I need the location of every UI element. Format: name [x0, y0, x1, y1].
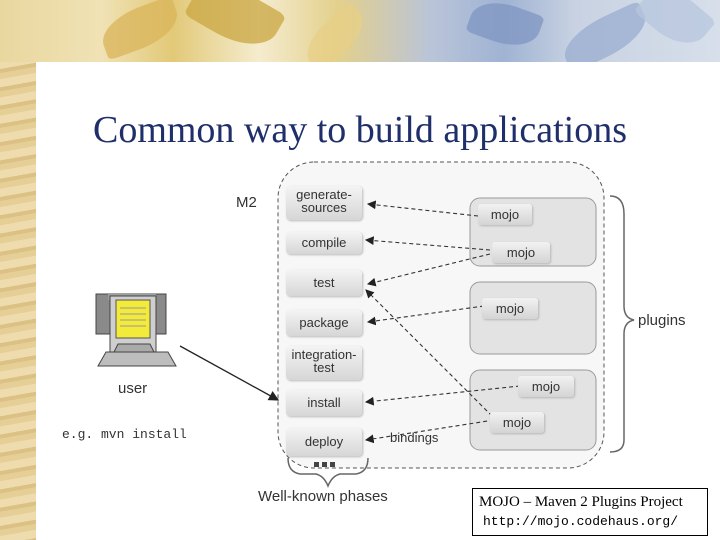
mojo-box: mojo [478, 204, 532, 225]
mojo-box: mojo [518, 376, 574, 397]
ellipsis-dot [314, 462, 319, 467]
mojo-box: mojo [492, 242, 550, 263]
reference-title: MOJO – Maven 2 Plugins Project [479, 494, 683, 510]
phase-text: generate- [296, 187, 352, 202]
plugins-label: plugins [638, 312, 686, 329]
mojo-box: mojo [490, 412, 544, 433]
ellipsis-dot [322, 462, 327, 467]
phase-integration-test: integration- test [286, 346, 362, 380]
bindings-label: bindings [390, 430, 439, 445]
binding-arrow [364, 419, 495, 444]
computer-icon [95, 293, 177, 367]
reference-box: MOJO – Maven 2 Plugins Project http://mo… [472, 488, 708, 536]
phase-compile: compile [286, 232, 362, 254]
paper-texture-strip [0, 0, 36, 540]
lifecycle-label: M2 [236, 194, 257, 211]
ellipsis-dot [330, 462, 335, 467]
phase-text: test [313, 275, 335, 290]
phase-package: package [286, 310, 362, 336]
phase-text: deploy [304, 434, 344, 449]
reference-url[interactable]: http://mojo.codehaus.org/ [483, 514, 679, 529]
phase-deploy: deploy [286, 428, 362, 456]
phases-brace [287, 457, 369, 489]
binding-arrow [365, 289, 493, 417]
phase-generate-sources: generate- sources [286, 186, 362, 220]
mojo-box: mojo [482, 298, 538, 319]
phase-install: install [286, 390, 362, 416]
binding-arrow [366, 200, 479, 217]
binding-arrow [364, 385, 521, 406]
phases-caption: Well-known phases [258, 488, 388, 505]
phase-text: sources [301, 200, 347, 215]
phase-text: package [299, 315, 349, 330]
phase-text: test [313, 360, 335, 375]
phase-test: test [286, 270, 362, 296]
plugins-brace [609, 195, 635, 453]
phase-text: compile [301, 235, 347, 250]
binding-arrow [366, 305, 485, 326]
user-label: user [118, 380, 148, 397]
phase-text: install [307, 395, 341, 410]
user-to-phase-arrow [179, 345, 280, 401]
slide-title: Common way to build applications [92, 109, 628, 151]
phase-text: integration- [291, 347, 357, 362]
example-command: e.g. mvn install [62, 427, 187, 442]
decorative-banner [0, 0, 720, 62]
